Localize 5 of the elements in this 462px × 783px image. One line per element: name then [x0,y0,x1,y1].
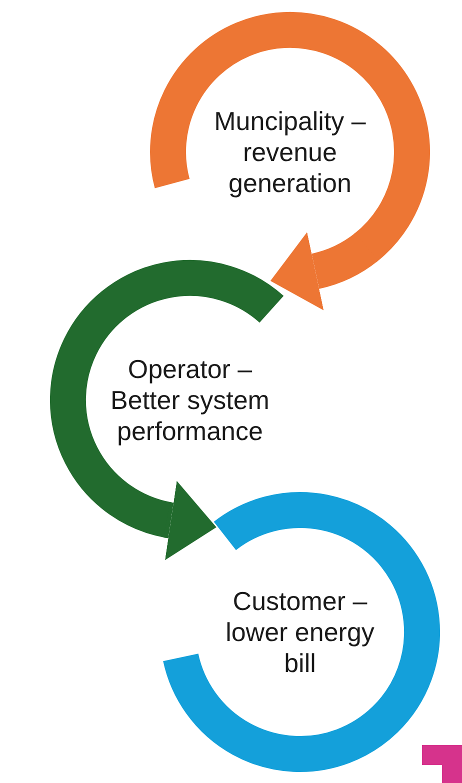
node-label: Muncipality – revenue generation [213,106,367,198]
arrow [271,232,378,310]
node-label: Operator – Better system performance [110,354,270,446]
node-label: Customer – lower energy bill [224,586,376,678]
arrow [164,480,216,560]
